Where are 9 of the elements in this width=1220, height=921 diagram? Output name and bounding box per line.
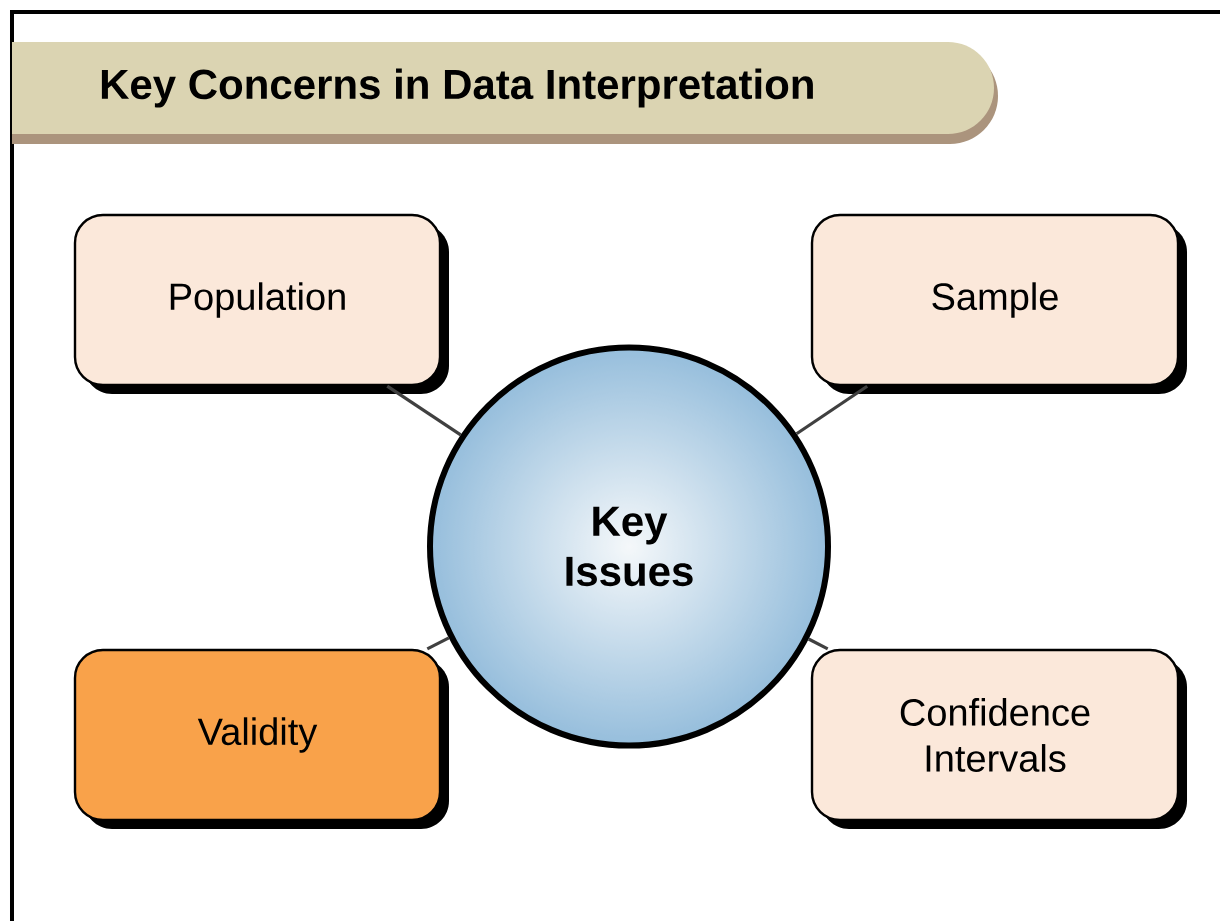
connector-line	[795, 384, 869, 436]
concept-box: Validity	[73, 648, 449, 829]
concept-box: Sample	[810, 213, 1187, 394]
concept-box: Population	[73, 213, 449, 394]
title-banner: Key Concerns in Data Interpretation	[12, 42, 998, 144]
concept-box: Confidence Intervals	[810, 648, 1187, 829]
connector-line	[386, 384, 462, 437]
connector-line	[426, 636, 450, 651]
connector-line	[807, 637, 829, 651]
